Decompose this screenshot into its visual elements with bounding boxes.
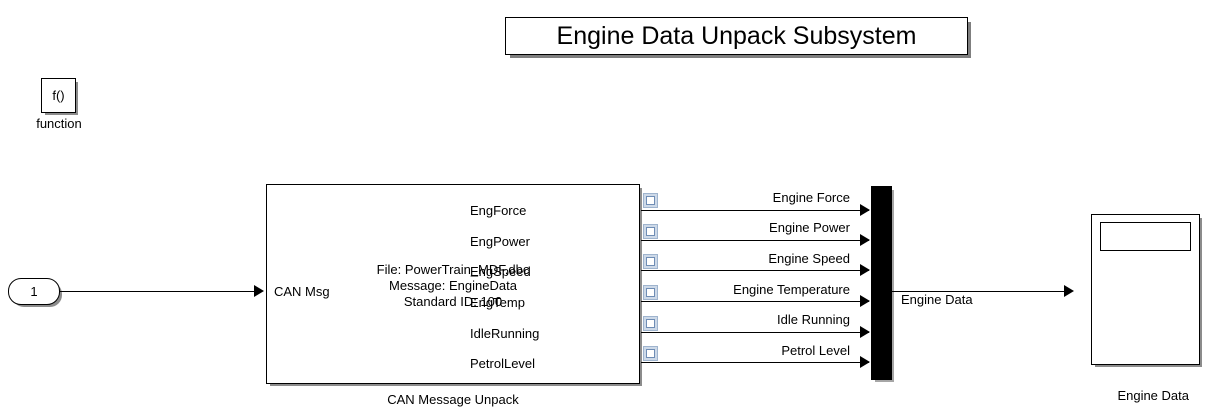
wire-inport-to-unpack bbox=[60, 291, 256, 292]
signal-label-idle-running: Idle Running bbox=[777, 312, 850, 327]
arrow-idle-running bbox=[860, 326, 870, 338]
arrow-engine-force bbox=[860, 204, 870, 216]
arrow-engine-speed bbox=[860, 264, 870, 276]
arrow-engine-power bbox=[860, 234, 870, 246]
outport-label-engforce: EngForce bbox=[470, 203, 527, 218]
outport-label-engpower: EngPower bbox=[470, 234, 530, 249]
signal-label-engine-temperature: Engine Temperature bbox=[733, 282, 850, 297]
arrow-engine-temperature bbox=[860, 295, 870, 307]
outport-label-engspeed: EngSpeed bbox=[470, 264, 531, 279]
outport-label-petrollevel: PetrolLevel bbox=[470, 356, 536, 371]
wire-engine-power bbox=[641, 240, 869, 241]
wire-engine-temperature bbox=[641, 301, 869, 302]
inport-number: 1 bbox=[30, 284, 38, 299]
diagram-title-box: Engine Data Unpack Subsystem bbox=[505, 17, 968, 55]
wire-idle-running bbox=[641, 332, 869, 333]
display-caption-line1: Engine Data bbox=[1117, 388, 1189, 403]
signal-conversion-icon-idlerunning[interactable] bbox=[643, 316, 658, 331]
can-message-unpack-caption: CAN Message Unpack bbox=[387, 392, 519, 407]
outport-label-idlerunning: IdleRunning bbox=[470, 326, 540, 341]
signal-label-engine-force: Engine Force bbox=[772, 190, 850, 205]
unpack-info-text: File: PowerTrain_MDF.dbc Message: Engine… bbox=[376, 262, 530, 309]
signal-conversion-icon-engspeed[interactable] bbox=[643, 254, 658, 269]
signal-conversion-icon-engpower[interactable] bbox=[643, 224, 658, 239]
arrow-engine-data bbox=[1064, 285, 1074, 297]
signal-conversion-icon-petrollevel[interactable] bbox=[643, 346, 658, 361]
wire-engine-data bbox=[892, 291, 1066, 292]
signal-label-petrol-level: Petrol Level bbox=[781, 343, 850, 358]
signal-label-engine-data: Engine Data bbox=[901, 292, 973, 307]
bus-creator-block[interactable] bbox=[871, 186, 892, 380]
signal-label-engine-speed: Engine Speed bbox=[768, 251, 850, 266]
arrow-petrol-level bbox=[860, 356, 870, 368]
signal-label-engine-power: Engine Power bbox=[769, 220, 850, 235]
signal-conversion-icon-engtemp[interactable] bbox=[643, 285, 658, 300]
function-block-symbol: f() bbox=[52, 88, 65, 103]
display-value-field bbox=[1100, 222, 1191, 251]
wire-engine-force bbox=[641, 210, 869, 211]
engine-data-display-caption: Engine Data Display bbox=[1071, 370, 1221, 417]
function-block-caption: function bbox=[36, 116, 82, 131]
unpack-input-port-label: CAN Msg bbox=[274, 284, 330, 299]
signal-conversion-icon-engforce[interactable] bbox=[643, 193, 658, 208]
outport-label-engtemp: EngTemp bbox=[470, 295, 525, 310]
wire-petrol-level bbox=[641, 362, 869, 363]
inport-block-1[interactable]: 1 bbox=[8, 278, 60, 305]
function-block[interactable]: f() bbox=[41, 78, 76, 113]
wire-engine-speed bbox=[641, 270, 869, 271]
can-message-unpack-block[interactable] bbox=[266, 184, 640, 384]
page-title: Engine Data Unpack Subsystem bbox=[556, 22, 917, 50]
arrow-unpack-input bbox=[254, 285, 264, 297]
